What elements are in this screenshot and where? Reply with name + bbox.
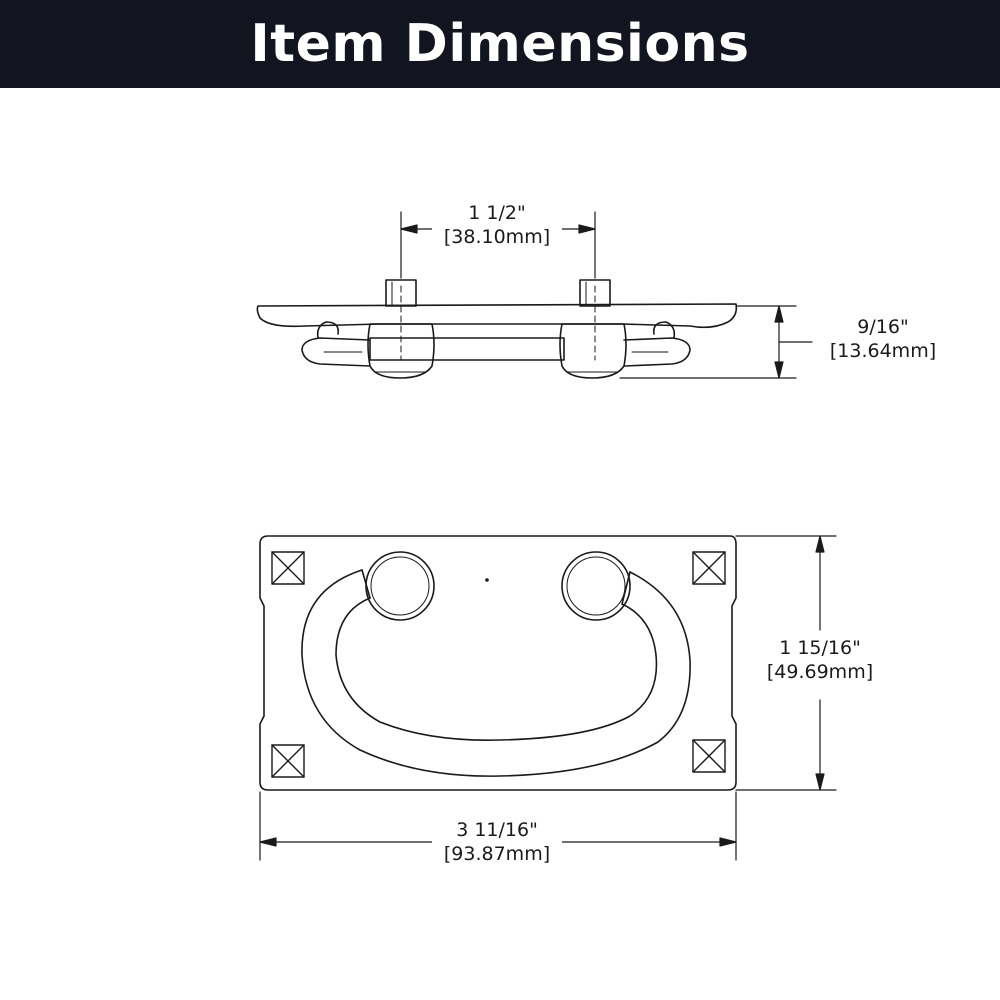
right-hook	[623, 337, 691, 367]
front-view-bail	[301, 569, 691, 777]
header-bar: Item Dimensions	[0, 0, 1000, 88]
post-spacing-dimension-line	[400, 211, 596, 279]
corner-square-top-left	[271, 551, 305, 585]
right-boss	[559, 323, 627, 379]
front-view-drawing	[259, 535, 737, 791]
width-imperial: 3 11/16"	[456, 819, 538, 841]
projection-imperial: 9/16"	[857, 316, 909, 338]
height-dimension-line	[735, 535, 837, 791]
front-view-backplate	[259, 535, 737, 791]
corner-square-bottom-left	[271, 744, 305, 778]
post-spacing-metric: [38.10mm]	[443, 226, 551, 248]
side-view-bail	[369, 337, 565, 361]
projection-label: 9/16" [13.64mm]	[818, 315, 948, 363]
width-label: 3 11/16" [93.87mm]	[432, 818, 562, 866]
height-metric: [49.69mm]	[766, 661, 874, 683]
projection-metric: [13.64mm]	[829, 340, 937, 362]
post-spacing-imperial: 1 1/2"	[468, 202, 526, 224]
page-title: Item Dimensions	[250, 14, 750, 74]
right-boss-front	[561, 551, 631, 621]
corner-square-top-right	[692, 551, 726, 585]
post-spacing-label: 1 1/2" [38.10mm]	[432, 201, 562, 249]
width-metric: [93.87mm]	[443, 843, 551, 865]
left-hook	[301, 337, 371, 367]
height-imperial: 1 15/16"	[779, 637, 861, 659]
left-boss	[367, 323, 435, 379]
corner-square-bottom-right	[692, 739, 726, 773]
left-boss-front	[365, 551, 435, 621]
height-label: 1 15/16" [49.69mm]	[755, 636, 885, 684]
projection-dimension-line	[619, 305, 813, 379]
side-view-drawing	[256, 279, 738, 379]
side-view-backplate	[256, 303, 738, 329]
width-dimension-line	[259, 791, 737, 861]
